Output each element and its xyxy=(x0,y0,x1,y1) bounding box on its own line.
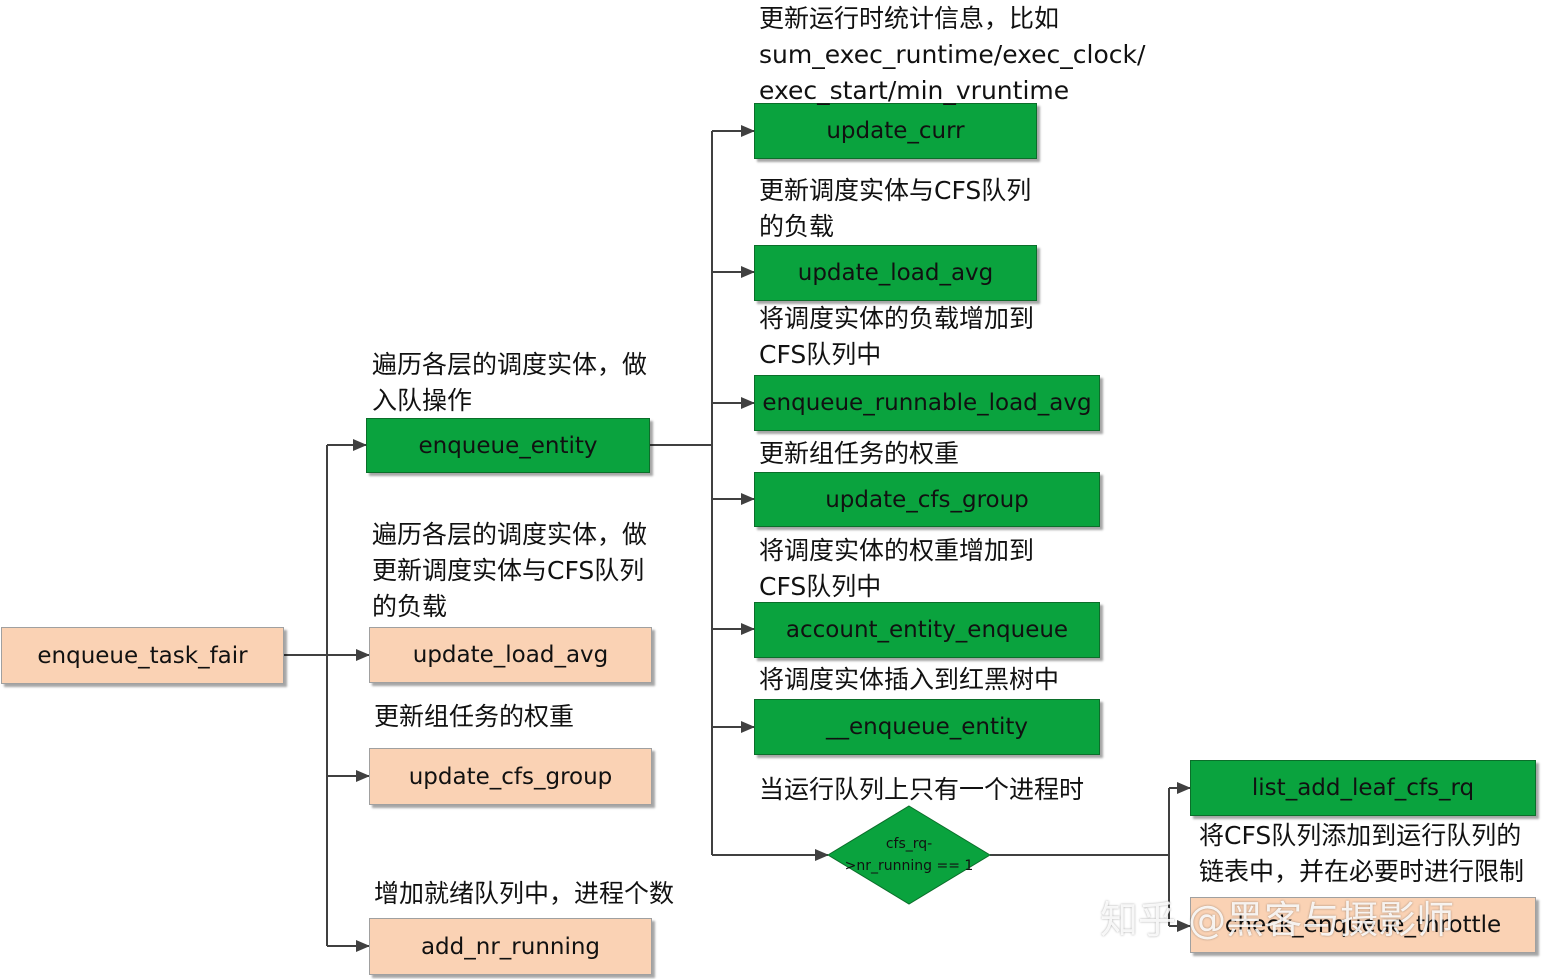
node-add-nr-running: add_nr_running xyxy=(369,918,652,975)
note-line: 链表中，并在必要时进行限制 xyxy=(1199,857,1525,886)
node-account-entity-enqueue: account_entity_enqueue xyxy=(754,602,1100,658)
note-list-add-leaf-cfs-rq: 将CFS队列添加到运行队列的 链表中，并在必要时进行限制 xyxy=(1199,818,1524,890)
note-line: 遍历各层的调度实体，做 xyxy=(372,520,648,549)
note-line: sum_exec_runtime/exec_clock/ xyxy=(759,40,1146,69)
decision-diamond xyxy=(827,805,991,905)
note-line: 更新运行时统计信息，比如 xyxy=(759,4,1060,33)
note-update-load-avg-left: 遍历各层的调度实体，做 更新调度实体与CFS队列 的负载 xyxy=(372,517,647,625)
note-line: CFS队列中 xyxy=(759,572,882,601)
note-line: 更新调度实体与CFS队列 xyxy=(759,176,1032,205)
decision-label: cfs_rq- >nr_running == 1 xyxy=(828,833,990,877)
decision-label-line2: >nr_running == 1 xyxy=(844,858,974,874)
note-line: 更新组任务的权重 xyxy=(759,439,960,468)
note-line: 增加就绪队列中，进程个数 xyxy=(374,879,675,908)
note-decision: 当运行队列上只有一个进程时 xyxy=(759,772,1084,808)
watermark: 知乎 @黑客与摄影师 xyxy=(1100,898,1455,942)
note-line: 将调度实体的负载增加到 xyxy=(759,304,1035,333)
note-enqueue-entity: 遍历各层的调度实体，做 入队操作 xyxy=(372,347,647,419)
node-update-load-avg-right: update_load_avg xyxy=(754,245,1037,301)
note-line: 的负载 xyxy=(759,212,835,241)
note-line: 将调度实体的权重增加到 xyxy=(759,536,1035,565)
note-update-curr: 更新运行时统计信息，比如 sum_exec_runtime/exec_clock… xyxy=(759,1,1145,109)
node-enqueue-entity: enqueue_entity xyxy=(366,418,650,473)
note-line: 当运行队列上只有一个进程时 xyxy=(759,775,1085,804)
node-list-add-leaf-cfs-rq: list_add_leaf_cfs_rq xyxy=(1190,760,1536,816)
note-__enqueue-entity: 将调度实体插入到红黑树中 xyxy=(759,662,1059,698)
note-enqueue-runnable-load-avg: 将调度实体的负载增加到 CFS队列中 xyxy=(759,301,1034,373)
node-update-cfs-group-right: update_cfs_group xyxy=(754,472,1100,527)
note-line: 更新调度实体与CFS队列 xyxy=(372,556,645,585)
decision-label-line1: cfs_rq- xyxy=(885,836,933,852)
note-line: CFS队列中 xyxy=(759,340,882,369)
note-line: 将调度实体插入到红黑树中 xyxy=(759,665,1060,694)
note-line: 将CFS队列添加到运行队列的 xyxy=(1199,821,1522,850)
node-update-load-avg-left: update_load_avg xyxy=(369,627,652,683)
note-line: 的负载 xyxy=(372,592,448,621)
node-update-curr: update_curr xyxy=(754,103,1037,159)
note-add-nr-running: 增加就绪队列中，进程个数 xyxy=(374,876,674,912)
note-line: 更新组任务的权重 xyxy=(374,702,575,731)
note-update-cfs-group-left: 更新组任务的权重 xyxy=(374,699,574,735)
node-__enqueue-entity: __enqueue_entity xyxy=(754,699,1100,755)
node-update-cfs-group-left: update_cfs_group xyxy=(369,748,652,805)
node-enqueue-runnable-load-avg: enqueue_runnable_load_avg xyxy=(754,375,1100,431)
note-line: 入队操作 xyxy=(372,386,473,415)
note-line: exec_start/min_vruntime xyxy=(759,76,1070,105)
node-enqueue-task-fair: enqueue_task_fair xyxy=(1,627,284,684)
note-account-entity-enqueue: 将调度实体的权重增加到 CFS队列中 xyxy=(759,533,1034,605)
node-check-enqueue-throttle: check_enqueue_throttle xyxy=(1190,897,1536,953)
note-update-cfs-group-right: 更新组任务的权重 xyxy=(759,436,959,472)
note-update-load-avg-right: 更新调度实体与CFS队列 的负载 xyxy=(759,173,1031,245)
note-line: 遍历各层的调度实体，做 xyxy=(372,350,648,379)
